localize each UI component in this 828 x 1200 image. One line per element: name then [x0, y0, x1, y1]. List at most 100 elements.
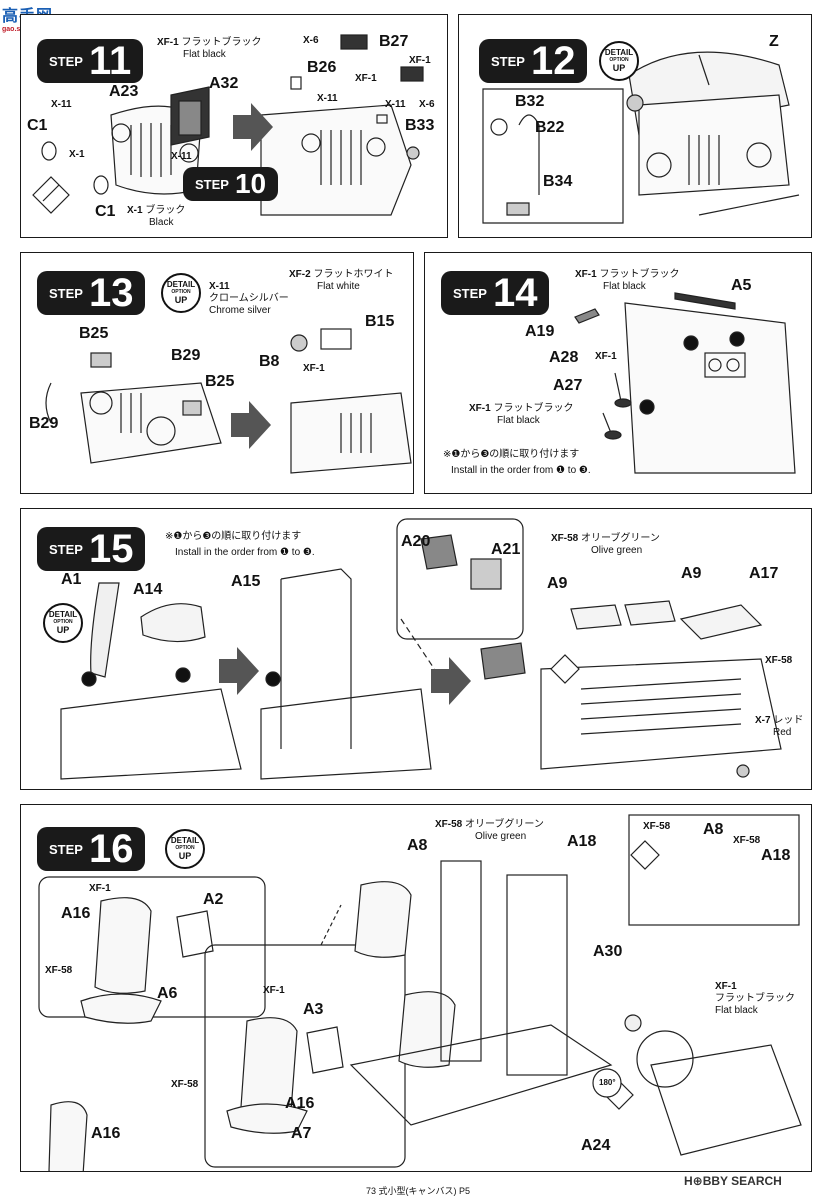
paint-en: Flat black: [183, 49, 226, 60]
paint-code: X-6: [303, 35, 319, 46]
detail-up-badge: DETAIL OPTION UP: [161, 273, 201, 313]
paint-code: XF-58: [765, 655, 793, 666]
part-label: A15: [231, 573, 261, 590]
order-note-jp: ※❶から❸の順に取り付けます: [443, 449, 580, 460]
detail-l2: OPTION: [171, 289, 191, 295]
part-label: A32: [209, 75, 239, 92]
paint-jp: フラットブラック: [599, 269, 680, 280]
paint-code: XF-1: [715, 981, 737, 992]
paint-jp: レッド: [773, 715, 804, 726]
part-label: A20: [401, 533, 431, 550]
step11-panel: STEP 11 STEP 10 XF-1 フラットブラック Flat black…: [20, 14, 448, 238]
part-label: A27: [553, 377, 583, 394]
step-number: 16: [88, 827, 134, 871]
step15-badge: STEP 15: [37, 527, 146, 571]
part-label: B29: [171, 347, 201, 364]
paint-en: Flat white: [317, 281, 360, 292]
paint-callout: XF-1 フラットブラック Flat black: [715, 981, 795, 1017]
step-word: STEP: [49, 285, 83, 301]
part-label: B33: [405, 117, 435, 134]
paint-callout: XF-1 フラットブラック Flat black: [469, 403, 573, 427]
part-label: B8: [259, 353, 280, 370]
paint-code: XF-58: [551, 533, 579, 544]
part-label: A14: [133, 581, 163, 598]
part-label: A18: [567, 833, 597, 850]
step12-badge: STEP 12: [479, 39, 588, 83]
step11-drawing: [32, 34, 424, 216]
detail-up-badge: DETAIL OPTION UP: [599, 41, 639, 81]
rotate-180-icon: 180°: [599, 1078, 616, 1087]
paint-en: Flat black: [715, 1005, 758, 1016]
paint-code: XF-58: [171, 1079, 199, 1090]
part-label: A9: [547, 575, 568, 592]
part-label: B29: [29, 415, 59, 432]
paint-code: XF-58: [733, 835, 761, 846]
detail-l2: OPTION: [175, 845, 195, 851]
paint-jp: ブラック: [145, 205, 186, 216]
paint-jp: フラットブラック: [715, 993, 795, 1004]
step13-panel: STEP 13 DETAIL OPTION UP X-11 クロームシルバー C…: [20, 252, 414, 494]
paint-jp: フラットブラック: [181, 37, 262, 48]
step16-panel: STEP 16 DETAIL OPTION UP XF-58 オリーブグリーン …: [20, 804, 812, 1172]
detail-l3: UP: [178, 851, 192, 861]
paint-code: XF-1: [303, 363, 325, 374]
step16-badge: STEP 16: [37, 827, 146, 871]
paint-jp: クロームシルバー: [209, 293, 289, 304]
step-word: STEP: [453, 285, 487, 301]
step-number: 13: [88, 271, 134, 315]
step-number: 10: [234, 168, 267, 199]
paint-code: XF-1: [575, 269, 597, 280]
step13-badge: STEP 13: [37, 271, 146, 315]
order-note-jp: ※❶から❸の順に取り付けます: [165, 531, 302, 542]
step-number: 11: [88, 39, 132, 83]
paint-code: XF-1: [409, 55, 431, 66]
part-label: A9: [681, 565, 702, 582]
paint-callout: X-1 ブラック Black: [127, 205, 185, 229]
part-label: B34: [543, 173, 573, 190]
step15-panel: STEP 15 DETAIL OPTION UP ※❶から❸の順に取り付けます …: [20, 508, 812, 790]
part-label: A7: [291, 1125, 312, 1142]
part-label: A8: [703, 821, 724, 838]
detail-up-badge: DETAIL OPTION UP: [43, 603, 83, 643]
paint-code: XF-1: [469, 403, 491, 414]
detail-l3: UP: [56, 625, 70, 635]
part-label: A6: [157, 985, 178, 1002]
step13-drawing: [45, 328, 412, 474]
page-footer: 73 式小型(キャンバス) P5: [366, 1186, 471, 1196]
paint-code: XF-1: [157, 37, 179, 48]
paint-en: Black: [149, 217, 174, 228]
part-label: A3: [303, 1001, 324, 1018]
paint-en: Chrome silver: [209, 305, 271, 316]
detail-l3: UP: [612, 63, 626, 73]
paint-callout: XF-1 フラットブラック Flat black: [157, 37, 261, 61]
step-number: 14: [492, 271, 538, 315]
step-word: STEP: [49, 841, 83, 857]
step12-panel: STEP 12 DETAIL OPTION UP Z B32 B22 B34: [458, 14, 812, 238]
step-word: STEP: [195, 176, 229, 192]
part-label: C1: [27, 117, 48, 134]
detail-l1: DETAIL: [170, 836, 200, 845]
paint-jp: オリーブグリーン: [581, 533, 660, 544]
part-label: A16: [91, 1125, 121, 1142]
detail-l2: OPTION: [609, 57, 629, 63]
part-label: A8: [407, 837, 428, 854]
part-label: A16: [285, 1095, 315, 1112]
detail-l1: DETAIL: [604, 48, 634, 57]
paint-code: X-11: [385, 99, 406, 110]
paint-code: X-11: [317, 93, 338, 104]
part-label: B27: [379, 33, 409, 50]
paint-code: X-11: [209, 281, 230, 292]
step-word: STEP: [491, 53, 525, 69]
paint-callout: XF-58 オリーブグリーン Olive green: [551, 533, 660, 557]
paint-callout: XF-2 フラットホワイト Flat white: [289, 269, 393, 293]
part-label: B26: [307, 59, 337, 76]
part-label: A28: [549, 349, 579, 366]
part-label: B25: [205, 373, 235, 390]
part-label: Z: [769, 33, 779, 50]
paint-callout: X-11 クロームシルバー Chrome silver: [209, 281, 289, 317]
part-label: A19: [525, 323, 555, 340]
paint-callout: XF-1 フラットブラック Flat black: [575, 269, 679, 293]
hobby-search-watermark: H⊕BBY SEARCH: [684, 1174, 782, 1188]
paint-code: X-11: [171, 151, 192, 162]
detail-l3: UP: [174, 295, 188, 305]
